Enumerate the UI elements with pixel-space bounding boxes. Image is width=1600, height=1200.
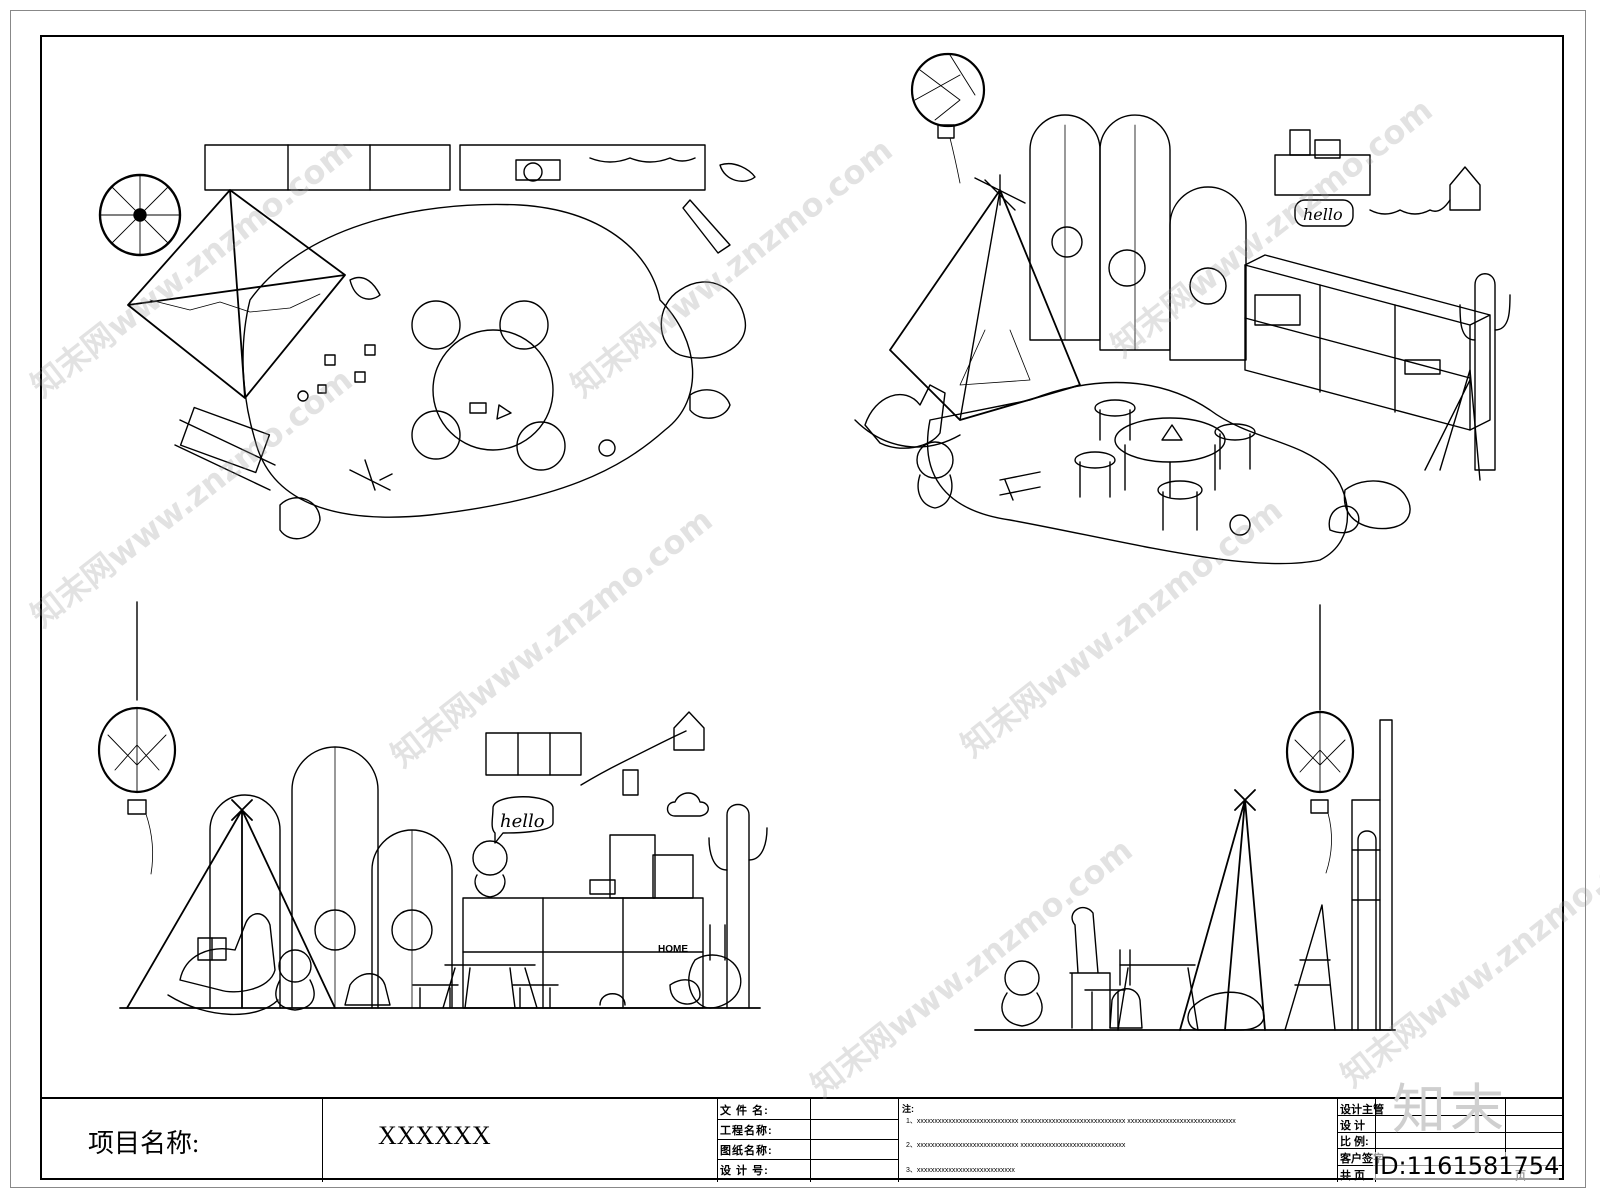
plan-teddy (660, 281, 746, 359)
persp-teepee (889, 189, 1081, 421)
side-wall (1379, 719, 1393, 1031)
front-wall-shelf (485, 732, 582, 776)
side-teddy (1004, 960, 1040, 996)
perspective-view: hello (854, 52, 1511, 565)
tb-divider (898, 1099, 899, 1182)
tb-divider (1337, 1132, 1564, 1133)
tb-divider (1337, 1099, 1338, 1182)
plan-wall-shelf-2 (459, 144, 706, 191)
outer-border (10, 10, 1586, 1188)
front-bunny (688, 924, 742, 1009)
field-design-number: 设 计 号: (720, 1165, 769, 1177)
side-giraffe (1069, 907, 1111, 1029)
tb-divider (1337, 1148, 1564, 1149)
title-block: 项目名称: XXXXXX 文 件 名: 工程名称: 图纸名称: 设 计 号: 注… (40, 1097, 1564, 1182)
field-designer: 设 计 (1340, 1120, 1366, 1132)
plan-rug (242, 203, 694, 518)
note-2: 2、xxxxxxxxxxxxxxxxxxxxxxxxxxxxx xxxxxxxx… (906, 1142, 1126, 1149)
front-arch-left (209, 794, 281, 1009)
tb-divider (1375, 1099, 1376, 1182)
project-name-value: XXXXXX (378, 1121, 491, 1150)
plan-tent (127, 189, 346, 399)
tb-divider (717, 1159, 898, 1160)
tb-divider (717, 1119, 898, 1120)
persp-teddy-2 (1343, 480, 1411, 530)
drawing-frame (40, 35, 1564, 1180)
plan-view (98, 144, 756, 540)
persp-hello-text: hello (1303, 205, 1343, 224)
front-teddy-top (472, 840, 508, 876)
side-table (1117, 964, 1199, 1031)
image-id: ID:1161581754 (1373, 1152, 1560, 1180)
side-teepee (1179, 789, 1266, 1031)
tb-divider (717, 1139, 898, 1140)
front-teepee (126, 799, 336, 1009)
field-design-lead: 设计主管 (1340, 1104, 1384, 1116)
front-table (442, 964, 538, 1009)
brand-logo: 知末 (1392, 1078, 1508, 1141)
front-rocking-horse (179, 913, 276, 993)
plan-wall-shelf (204, 144, 451, 191)
tb-divider (1337, 1115, 1564, 1116)
field-file-name: 文 件 名: (720, 1105, 769, 1117)
note-3: 3、xxxxxxxxxxxxxxxxxxxxxxxxxxxx (906, 1167, 1015, 1174)
persp-rug (926, 381, 1349, 565)
front-teddy (278, 949, 312, 983)
persp-rocking-horse (864, 384, 946, 449)
field-total-pages: 共 页 (1340, 1170, 1366, 1182)
plan-round-table (432, 329, 554, 451)
front-cabinet (462, 897, 704, 1009)
persp-balloon (910, 52, 986, 128)
front-home-text: HOME (658, 944, 688, 955)
front-elevation: hello HOME (97, 601, 768, 1016)
front-hello-text: hello (500, 811, 545, 832)
side-elevation (974, 604, 1396, 1031)
front-hello-sign (491, 796, 554, 844)
tb-divider (717, 1099, 718, 1182)
note-1: 1、xxxxxxxxxxxxxxxxxxxxxxxxxxxxx xxxxxxxx… (906, 1118, 1236, 1125)
notes-title: 注: (902, 1104, 914, 1114)
persp-cactus (1474, 273, 1496, 471)
persp-teddy (916, 441, 954, 479)
persp-wall-shelf (1274, 154, 1371, 196)
side-easel (1284, 904, 1336, 1031)
tb-divider (322, 1099, 323, 1182)
persp-hello-sign (1294, 199, 1354, 227)
field-scale: 比 例: (1340, 1136, 1369, 1148)
front-cactus (726, 803, 750, 1009)
tb-divider (810, 1099, 811, 1182)
field-project-name: 工程名称: (720, 1125, 773, 1137)
field-drawing-name: 图纸名称: (720, 1145, 773, 1157)
persp-arch-panel (1029, 114, 1101, 341)
plan-rocking-horse (179, 406, 271, 474)
side-lying-toy (1187, 991, 1265, 1031)
project-name-label: 项目名称: (88, 1129, 200, 1158)
